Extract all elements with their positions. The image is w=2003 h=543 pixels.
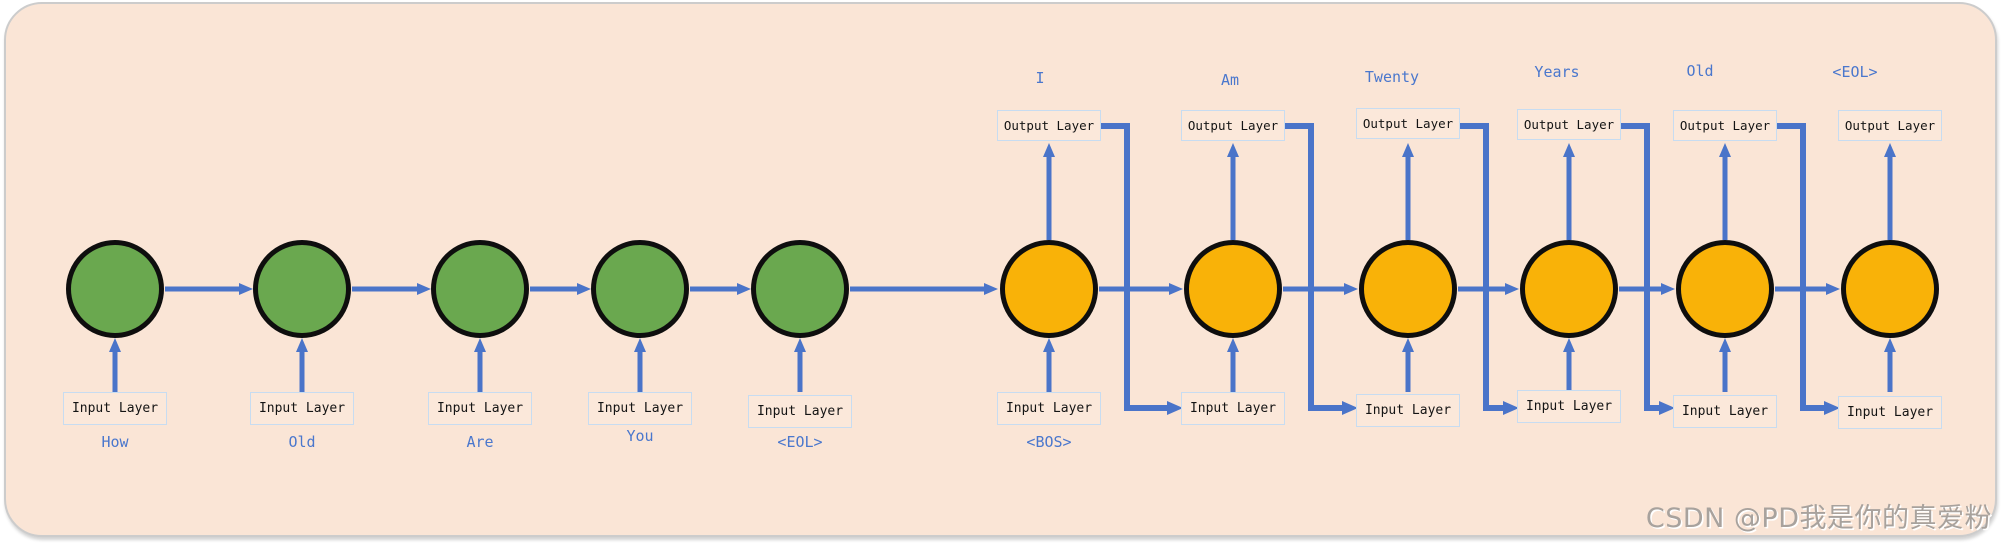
input-layer-label: Input Layer	[71, 401, 159, 416]
decoder-step-eol: <EOL> Output Layer Input Layer	[1832, 0, 1942, 543]
output-layer-box: Output Layer	[1181, 110, 1285, 141]
input-layer-label: Input Layer	[436, 401, 524, 416]
input-layer-label: Input Layer	[1189, 401, 1277, 416]
feedback-arrow-dec4-dec5	[1621, 123, 1675, 415]
output-layer-box: Output Layer	[1517, 109, 1621, 140]
encoder-cell	[253, 240, 351, 338]
output-word-label: Years	[1534, 63, 1580, 81]
output-layer-label: Output Layer	[1187, 118, 1279, 133]
input-layer-box: Input Layer	[1673, 395, 1777, 428]
feedback-arrow-dec5-dec6	[1777, 123, 1840, 415]
feedback-arrow-dec1-dec2	[1101, 123, 1183, 415]
decoder-cell	[1841, 240, 1939, 338]
input-layer-box: Input Layer	[1838, 396, 1942, 429]
decoder-step-am: Am Output Layer Input Layer	[1181, 0, 1285, 543]
output-word-label: Old	[1686, 62, 1714, 80]
decoder-step-old: Old Output Layer Input Layer	[1673, 0, 1777, 543]
decoder-step-twenty: Twenty Output Layer Input Layer	[1356, 0, 1460, 543]
output-word-label: Am	[1220, 71, 1240, 89]
input-layer-label: Input Layer	[1846, 405, 1934, 420]
encoder-cell	[431, 240, 529, 338]
watermark: CSDN @PD我是你的真爱粉	[1645, 503, 1992, 534]
input-layer-label: Input Layer	[1525, 399, 1613, 414]
input-layer-label: Input Layer	[258, 401, 346, 416]
output-layer-label: Output Layer	[1523, 117, 1615, 132]
input-layer-label: Input Layer	[1005, 401, 1093, 416]
input-word-label: <EOL>	[777, 433, 823, 451]
output-layer-box: Output Layer	[1356, 108, 1460, 139]
encoder-step-eol: Input Layer <EOL>	[748, 0, 852, 543]
input-layer-box: Input Layer	[1356, 394, 1460, 427]
input-layer-label: Input Layer	[756, 404, 844, 419]
encoder-cell	[591, 240, 689, 338]
decoder-cell	[1676, 240, 1774, 338]
input-layer-box: Input Layer	[588, 392, 692, 425]
input-layer-label: Input Layer	[1364, 403, 1452, 418]
encoder-step-old: Input Layer Old	[250, 0, 354, 543]
decoder-cell	[1000, 240, 1098, 338]
decoder-cell	[1359, 240, 1457, 338]
input-word-label: <BOS>	[1026, 433, 1072, 451]
decoder-step-i: I Output Layer Input Layer <BOS>	[997, 0, 1101, 543]
input-word-label: Are	[466, 433, 494, 451]
output-layer-box: Output Layer	[1673, 110, 1777, 141]
decoder-step-years: Years Output Layer Input Layer	[1517, 0, 1621, 543]
output-layer-label: Output Layer	[1003, 118, 1095, 133]
output-layer-label: Output Layer	[1679, 118, 1771, 133]
input-word-label: How	[101, 433, 129, 451]
input-layer-box: Input Layer	[1517, 390, 1621, 423]
encoder-cell	[66, 240, 164, 338]
output-layer-label: Output Layer	[1844, 118, 1936, 133]
input-layer-box: Input Layer	[748, 395, 852, 428]
decoder-cell	[1520, 240, 1618, 338]
input-layer-label: Input Layer	[596, 401, 684, 416]
output-layer-box: Output Layer	[1838, 110, 1942, 141]
input-word-label: Old	[288, 433, 316, 451]
decoder-cell	[1184, 240, 1282, 338]
output-word-label: Twenty	[1364, 68, 1420, 86]
input-layer-box: Input Layer	[428, 392, 532, 425]
input-layer-box: Input Layer	[1181, 392, 1285, 425]
input-layer-box: Input Layer	[63, 392, 167, 425]
input-layer-label: Input Layer	[1681, 404, 1769, 419]
input-word-label: You	[626, 427, 654, 445]
output-layer-label: Output Layer	[1362, 116, 1454, 131]
feedback-arrow-dec3-dec4	[1460, 123, 1519, 415]
output-layer-box: Output Layer	[997, 110, 1101, 141]
output-word-label: I	[1035, 69, 1045, 87]
output-word-label: <EOL>	[1832, 63, 1878, 81]
encoder-step-how: Input Layer How	[63, 0, 167, 543]
encoder-cell	[751, 240, 849, 338]
encoder-step-you: Input Layer You	[588, 0, 692, 543]
input-layer-box: Input Layer	[250, 392, 354, 425]
input-layer-box: Input Layer	[997, 392, 1101, 425]
feedback-arrow-dec2-dec3	[1285, 123, 1358, 415]
encoder-step-are: Input Layer Are	[428, 0, 532, 543]
